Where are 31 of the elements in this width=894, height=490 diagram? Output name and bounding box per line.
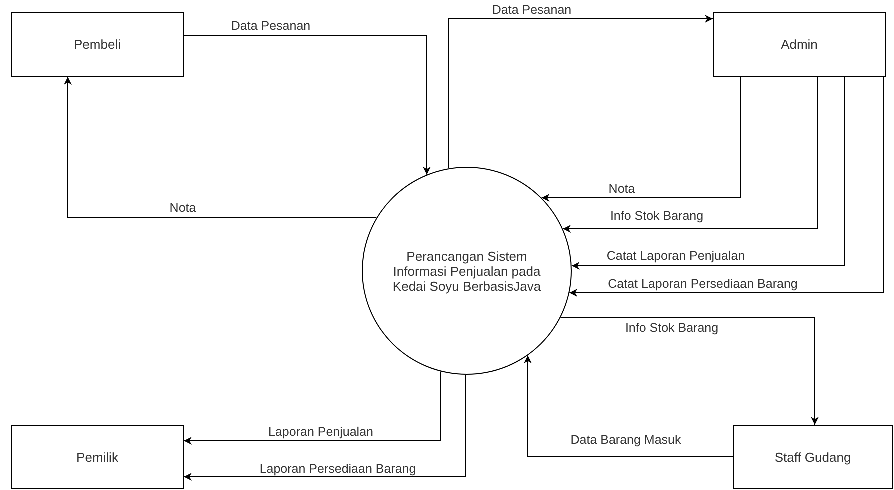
edge-label: Data Barang Masuk bbox=[570, 434, 682, 446]
entity-box bbox=[11, 12, 184, 77]
arrow bbox=[184, 36, 431, 176]
arrow bbox=[524, 355, 734, 458]
entity-box bbox=[713, 12, 886, 77]
edge-label: Laporan Penjualan bbox=[268, 426, 374, 438]
edge-label: Info Stok Barang bbox=[624, 322, 720, 334]
edge-label: Laporan Persediaan Barang bbox=[258, 462, 418, 476]
edge-label: Nota bbox=[168, 202, 198, 214]
node-label: Pembeli bbox=[74, 37, 121, 52]
arrow bbox=[560, 318, 819, 426]
arrow bbox=[571, 76, 846, 270]
edge-label: Data Pesanan bbox=[491, 4, 573, 16]
edge-label: Info Stok Barang bbox=[609, 210, 705, 222]
node-label: Admin bbox=[781, 37, 818, 52]
arrow bbox=[64, 76, 378, 218]
arrow bbox=[541, 76, 742, 202]
entity-box bbox=[733, 425, 893, 489]
edge-label: Data Pesanan bbox=[230, 20, 312, 32]
edge-label: Catat Laporan Penjualan bbox=[606, 250, 746, 262]
arrow bbox=[569, 76, 884, 297]
node-label: Perancangan Sistem Informasi Penjualan pada Kedai Soyu BerbasisJava bbox=[392, 248, 542, 294]
node-label: Staff Gudang bbox=[774, 450, 852, 464]
entity-box bbox=[11, 425, 184, 489]
arrow bbox=[184, 371, 442, 445]
arrow bbox=[448, 15, 714, 170]
arrow bbox=[184, 374, 466, 481]
edge-label: Catat Laporan Persediaan Barang bbox=[607, 278, 799, 290]
arrow bbox=[562, 76, 818, 233]
edge-label: Nota bbox=[608, 182, 636, 196]
node-label: Pemilik bbox=[76, 450, 118, 464]
